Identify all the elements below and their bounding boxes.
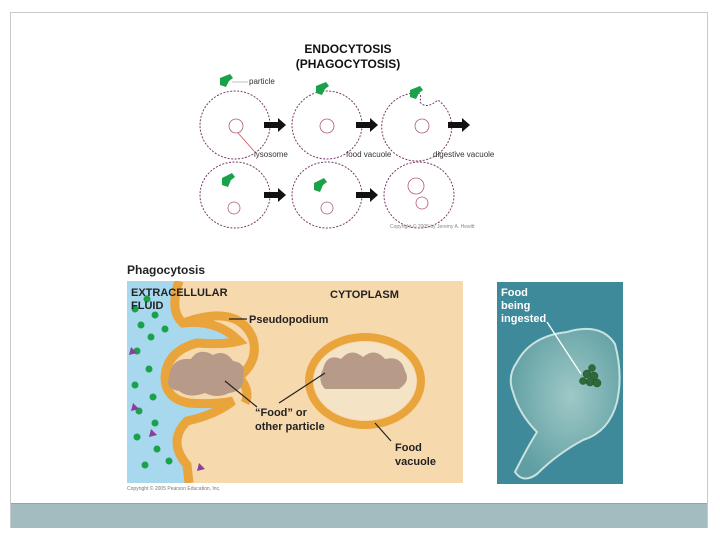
- food-pointer-2: [278, 372, 326, 404]
- cytoplasm-label: CYTOPLASM: [330, 289, 399, 301]
- pseudopodium: [181, 311, 259, 406]
- endocytosis-diagram: ENDOCYTOSIS (PHAGOCYTOSIS) particle lyso…: [199, 42, 495, 230]
- digestive-vacuole-label: digestive vacuole: [433, 150, 495, 159]
- nucleus-row-1: [228, 118, 430, 134]
- food-particle: [168, 351, 244, 396]
- extracellular-fluid: [127, 281, 239, 483]
- particles-row-2: [222, 173, 327, 192]
- particle-label: particle: [249, 77, 275, 86]
- food-pointer-1: [224, 380, 258, 408]
- vacuole-label-2: vacuole: [395, 456, 436, 468]
- vacuole-food: [320, 352, 407, 389]
- vacuole-pointer: [374, 422, 392, 442]
- micrograph-label-1: Food: [501, 287, 528, 299]
- phagocytosis-figure: EXTRACELLULAR FLUID CYTOPLASM Pseudopodi…: [127, 281, 463, 483]
- food-label-2: other particle: [255, 421, 325, 433]
- phagocytosis-title: Phagocytosis: [127, 263, 206, 277]
- cell-row-1: [199, 90, 453, 162]
- arrows-row-1: [264, 118, 470, 132]
- diagram-title-line2: (PHAGOCYTOSIS): [296, 57, 400, 71]
- micrograph-label-3: ingested: [501, 313, 546, 325]
- lysosome-label: lysosome: [254, 150, 288, 159]
- extracellular-label-1: EXTRACELLULAR: [131, 287, 228, 299]
- pseudopodium-label: Pseudopodium: [249, 314, 329, 326]
- purple-particles: [129, 347, 205, 471]
- cell-row-2: [199, 161, 455, 229]
- micrograph: Food being ingested: [497, 282, 623, 484]
- slide-footer-bar: [11, 503, 707, 528]
- micrograph-pointer: [546, 321, 582, 375]
- food-vacuole-membrane: [305, 333, 425, 429]
- arrows-row-2: [264, 188, 378, 202]
- food-vacuole-label: food vacuole: [346, 150, 392, 159]
- phagocytosis-copyright: Copyright © 2005 Pearson Education, Inc.: [127, 486, 221, 492]
- particles-row-1: [220, 74, 423, 99]
- ingested-food-cluster: [579, 364, 602, 388]
- food-label-1: “Food” or: [255, 407, 308, 419]
- diagram-title-line1: ENDOCYTOSIS: [304, 42, 391, 56]
- nucleus-row-2: [227, 177, 429, 215]
- extracellular-label-2: FLUID: [131, 300, 163, 312]
- vacuole-label-1: Food: [395, 442, 422, 454]
- top-diagram-copyright: Copyright © 2005 by Jeremy A. Hewitt: [390, 223, 475, 230]
- lysosome-pointer: [237, 132, 255, 152]
- cell-membrane: [160, 281, 248, 483]
- micrograph-label-2: being: [501, 300, 530, 312]
- green-particles: [131, 295, 173, 469]
